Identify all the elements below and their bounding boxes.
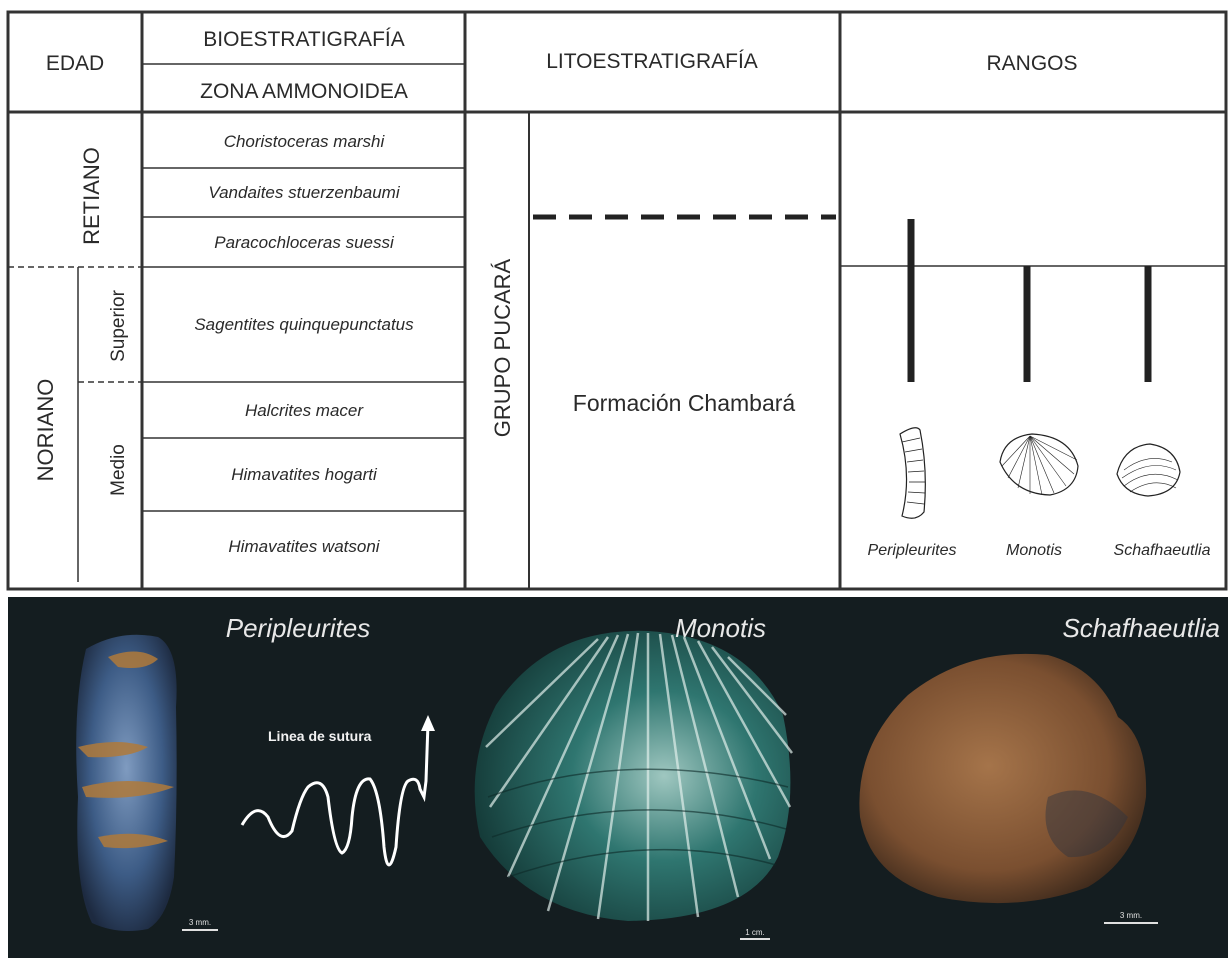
header-bioestratigrafia: BIOESTRATIGRAFÍA: [203, 28, 404, 51]
scale-label-b: 1 cm.: [745, 928, 765, 937]
formation-chambara: Formación Chambará: [573, 390, 796, 416]
suture-label: Linea de sutura: [268, 728, 372, 744]
scale-label-a: 3 mm.: [189, 918, 211, 927]
peripleurites-drawing: [900, 428, 925, 519]
title-schafhaeutlia: Schafhaeutlia: [1062, 613, 1220, 643]
zone-3: Paracochloceras suessi: [214, 233, 395, 252]
header-zona: ZONA AMMONOIDEA: [200, 80, 408, 103]
fossil-photos: Peripleurites Linea de sutura 3 mm.: [8, 597, 1228, 958]
scale-label-c: 3 mm.: [1120, 911, 1142, 920]
fossil-photo-panel: Peripleurites Linea de sutura 3 mm.: [8, 597, 1228, 958]
caption-monotis: Monotis: [1006, 542, 1062, 559]
zone-4: Sagentites quinquepunctatus: [194, 315, 414, 334]
peripleurites-photo: [76, 635, 176, 931]
schafhaeutlia-photo: [859, 654, 1146, 903]
substage-superior: Superior: [108, 289, 129, 361]
group-pucara: GRUPO PUCARÁ: [490, 258, 515, 437]
schafhaeutlia-drawing: [1117, 444, 1180, 496]
suture-arrow-icon: [421, 715, 435, 731]
title-peripleurites: Peripleurites: [226, 613, 371, 643]
zone-6: Himavatites hogarti: [231, 465, 378, 484]
stage-noriano: NORIANO: [33, 379, 58, 482]
header-rangos: RANGOS: [986, 52, 1077, 75]
caption-schafhaeutlia: Schafhaeutlia: [1114, 542, 1211, 559]
suture-line: [242, 723, 428, 865]
zone-7: Himavatites watsoni: [228, 537, 380, 556]
zone-5: Halcrites macer: [245, 401, 364, 420]
monotis-photo: [475, 631, 792, 921]
header-litoestratigrafia: LITOESTRATIGRAFÍA: [546, 50, 758, 73]
header-edad: EDAD: [46, 52, 104, 75]
substage-medio: Medio: [108, 444, 129, 496]
caption-peripleurites: Peripleurites: [868, 542, 957, 559]
range-bars: [911, 219, 1148, 382]
zone-row-lines: [142, 168, 465, 511]
stratigraphic-chart: EDAD BIOESTRATIGRAFÍA ZONA AMMONOIDEA LI…: [0, 0, 1228, 597]
monotis-drawing: [1000, 434, 1078, 495]
zone-1: Choristoceras marshi: [224, 132, 386, 151]
title-monotis: Monotis: [675, 613, 766, 643]
chart-frame: [8, 12, 1226, 589]
zone-2: Vandaites stuerzenbaumi: [208, 183, 400, 202]
stage-retiano: RETIANO: [79, 147, 104, 245]
